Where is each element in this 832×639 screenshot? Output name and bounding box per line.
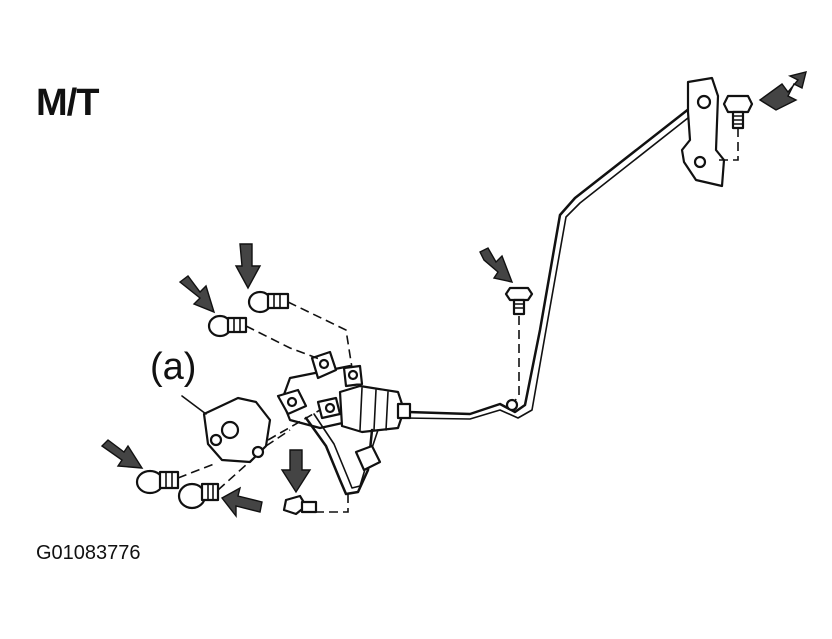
line-bracket	[680, 76, 739, 188]
clutch-line-pipe	[403, 98, 702, 420]
arrow-icon	[280, 449, 312, 494]
arrow-icon	[100, 439, 144, 469]
arrow-icon	[479, 247, 514, 283]
bolt-lower-left-1	[135, 429, 291, 495]
bolt-upper-left-1	[207, 314, 323, 361]
arrow-icon	[234, 243, 262, 290]
bolt-lower-left-2	[177, 409, 321, 510]
arrow-icon	[758, 71, 807, 111]
flexible-hose	[304, 413, 382, 513]
bolt-bracket	[722, 94, 754, 130]
bolt-hose-bracket	[282, 494, 318, 516]
arrow-icon	[220, 486, 263, 519]
arrow-icon	[178, 275, 216, 314]
bolt-upper-left-2	[247, 290, 353, 369]
callout-label-a: (a)	[150, 346, 197, 388]
release-bracket-a	[181, 395, 272, 464]
figure-id: G01083776	[36, 542, 141, 564]
release-cylinder	[276, 350, 412, 434]
bolt-middle	[504, 286, 534, 412]
transmission-type-label: M/T	[36, 82, 99, 124]
